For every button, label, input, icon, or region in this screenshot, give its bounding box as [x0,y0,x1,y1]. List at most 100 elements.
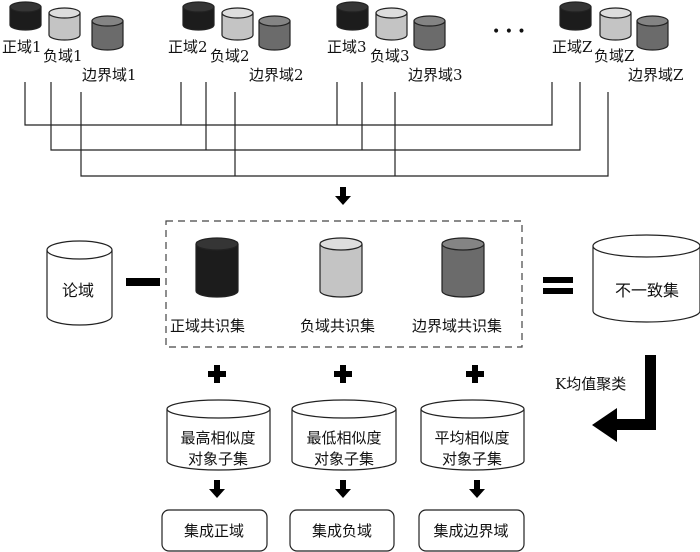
down-arrow-icon [335,480,351,498]
group2-positive-cylinder [182,1,215,31]
subset3-cylinder [420,399,525,471]
positive-consensus-cylinder-top [195,237,239,251]
subset3-cylinder-body [420,409,525,471]
group2-boundary-cylinder-top [258,15,291,27]
ensemble-negative-box [289,509,395,552]
inconsistent-set-cylinder [592,234,700,323]
boundary-bus [80,92,609,177]
subset1-cylinder [166,399,271,471]
negative-consensus-cylinder-top [319,237,363,251]
group1-negative-cylinder-top [48,7,81,19]
kmeans-arrow-icon [592,355,656,442]
group3-negative-cylinder-top [375,7,408,19]
boundary-consensus-cylinder-body [441,244,485,298]
group1-negative-cylinder-body [48,13,81,41]
boundary-consensus-cylinder [441,237,485,298]
group2-negative-cylinder-top [221,7,254,19]
down-arrow-icon [335,187,351,205]
inconsistent-set-label: 不一致集 [615,281,679,300]
down-arrow-icon [469,480,485,498]
group1-positive-cylinder [9,1,42,31]
boundary-consensus-cylinder-top [441,237,485,251]
ensemble-negative-label: 集成负域 [312,522,372,540]
plus-icon [208,365,226,383]
group3-positive-cylinder-body [336,7,369,31]
positive-consensus-cylinder-body [195,244,239,298]
subset2-line2: 对象子集 [314,450,374,468]
plus-icon [466,365,484,383]
group4-boundary-cylinder-top [636,15,669,27]
group2-positive-cylinder-body [182,7,215,31]
group3-positive-cylinder [336,1,369,31]
group1-positive-cylinder-body [9,7,42,31]
group4-negative-cylinder [599,7,632,41]
subset2-cylinder-body [291,409,397,471]
group1-boundary-cylinder-body [91,21,124,51]
subset1-cylinder-body [166,409,271,471]
group3-boundary-label: 边界域3 [408,66,463,84]
group3-boundary-cylinder [413,15,446,51]
groupZ-negative-label: 负域Z [594,47,634,65]
group3-boundary-cylinder-top [413,15,446,27]
subset3-line1: 平均相似度 [434,429,509,447]
group3-positive-label: 正域3 [327,38,367,56]
minus-icon [126,278,160,286]
subset3-line2: 对象子集 [442,450,502,468]
group4-boundary-cylinder-body [636,21,669,51]
positive-consensus-label: 正域共识集 [170,317,245,335]
subset2-cylinder [291,399,397,471]
group3-negative-label: 负域3 [370,47,410,65]
inconsistent-set-cylinder-top [592,234,700,258]
group4-positive-cylinder-top [559,1,592,13]
group2-negative-label: 负域2 [210,47,250,65]
group4-negative-cylinder-top [599,7,632,19]
group2-positive-label: 正域2 [168,38,208,56]
ellipsis: • • • [492,24,526,40]
group1-positive-label: 正域1 [2,38,42,56]
equals-icon [543,288,573,294]
group1-boundary-cylinder [91,15,124,51]
kmeans-label: K均值聚类 [555,375,626,393]
subset1-line1: 最高相似度 [180,429,255,447]
group1-boundary-cylinder-top [91,15,124,27]
inconsistent-set-cylinder-body [592,246,700,323]
group2-boundary-label: 边界域2 [249,66,304,84]
positive-consensus-cylinder [195,237,239,298]
subset1-line2: 对象子集 [188,450,248,468]
group4-boundary-cylinder [636,15,669,51]
negative-consensus-label: 负域共识集 [300,317,375,335]
negative-consensus-cylinder [319,237,363,298]
groupZ-positive-label: 正域Z [552,38,592,56]
consensus-group-box [165,220,523,348]
subset2-line1: 最低相似度 [306,429,381,447]
subset2-cylinder-top [291,399,397,419]
group2-positive-cylinder-top [182,1,215,13]
group2-negative-cylinder [221,7,254,41]
group2-boundary-cylinder [258,15,291,51]
group3-boundary-cylinder-body [413,21,446,51]
groupZ-boundary-label: 边界域Z [628,66,683,84]
boundary-consensus-label: 边界域共识集 [412,317,502,335]
positive-bus [24,82,553,126]
group2-negative-cylinder-body [221,13,254,41]
plus-icon [334,365,352,383]
group4-positive-cylinder-body [559,7,592,31]
group3-negative-cylinder [375,7,408,41]
universe-cylinder [46,240,113,326]
universe-cylinder-body [46,250,113,326]
group1-boundary-label: 边界域1 [82,66,137,84]
group1-negative-cylinder [48,7,81,41]
group1-negative-label: 负域1 [43,47,83,65]
group4-positive-cylinder [559,1,592,31]
down-arrow-icon [209,480,225,498]
group1-positive-cylinder-top [9,1,42,13]
ensemble-positive-box [161,509,268,552]
group3-positive-cylinder-top [336,1,369,13]
universe-cylinder-top [46,240,113,260]
equals-icon [543,277,573,283]
negative-consensus-cylinder-body [319,244,363,298]
group3-negative-cylinder-body [375,13,408,41]
negative-bus [50,82,581,151]
